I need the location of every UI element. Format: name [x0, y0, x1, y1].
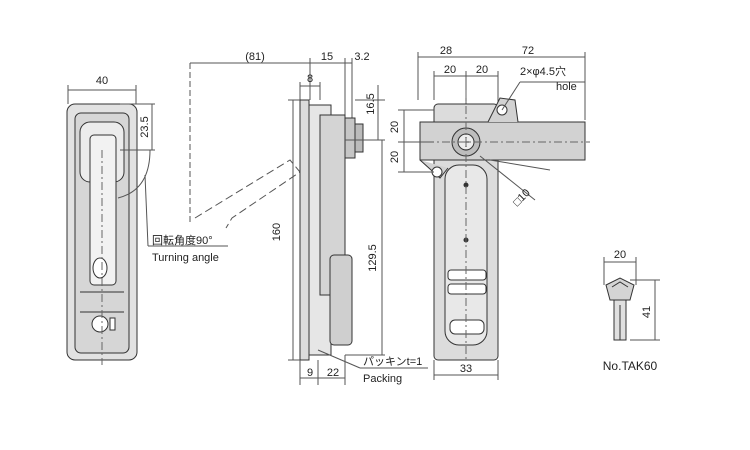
front-lock-cylinder: [91, 315, 109, 333]
dim-16-5: 16.5: [365, 93, 377, 114]
turning-angle-en: Turning angle: [152, 252, 219, 264]
dim-20-left-bottom: 20: [389, 151, 401, 163]
front-view: [66, 85, 228, 365]
dim-20-left-top: 20: [389, 121, 401, 133]
dim-160: 160: [271, 223, 283, 241]
side-lock-housing: [329, 254, 353, 346]
dim-33: 33: [460, 363, 472, 375]
turning-angle-jp: 回転角度90°: [152, 233, 213, 247]
side-view: [189, 58, 428, 385]
hole-spec-en: hole: [556, 81, 577, 93]
back-cam-plate: [419, 121, 586, 161]
front-slot: [92, 257, 108, 279]
dim-22: 22: [327, 367, 339, 379]
dim-28: 28: [440, 45, 452, 57]
key-dim-20: 20: [614, 249, 626, 261]
hole-spec-jp: 2×φ4.5穴: [520, 64, 566, 78]
dim-81: (81): [245, 51, 265, 63]
dim-72: 72: [522, 45, 534, 57]
key-part-number: No.TAK60: [603, 359, 658, 373]
dim-40: 40: [96, 75, 108, 87]
dim-square-10: □10: [511, 187, 533, 209]
dim-129-5: 129.5: [367, 244, 379, 272]
packing-jp: パッキンt=1: [363, 355, 422, 368]
side-base-plate: [299, 99, 310, 361]
key-head: [605, 277, 635, 301]
dim-3-2: 3.2: [354, 51, 369, 63]
front-handle-lever: [89, 134, 117, 286]
dim-8: 8: [307, 73, 313, 85]
key-view: [603, 257, 660, 341]
key-dim-41: 41: [641, 306, 653, 318]
dim-20-top-right: 20: [476, 64, 488, 76]
back-view: [398, 52, 590, 380]
dim-20-top-left: 20: [444, 64, 456, 76]
dim-9: 9: [307, 367, 313, 379]
packing-en: Packing: [363, 373, 402, 385]
dim-15: 15: [321, 51, 333, 63]
dim-23-5: 23.5: [139, 116, 151, 137]
side-cam-bolt: [344, 117, 356, 159]
